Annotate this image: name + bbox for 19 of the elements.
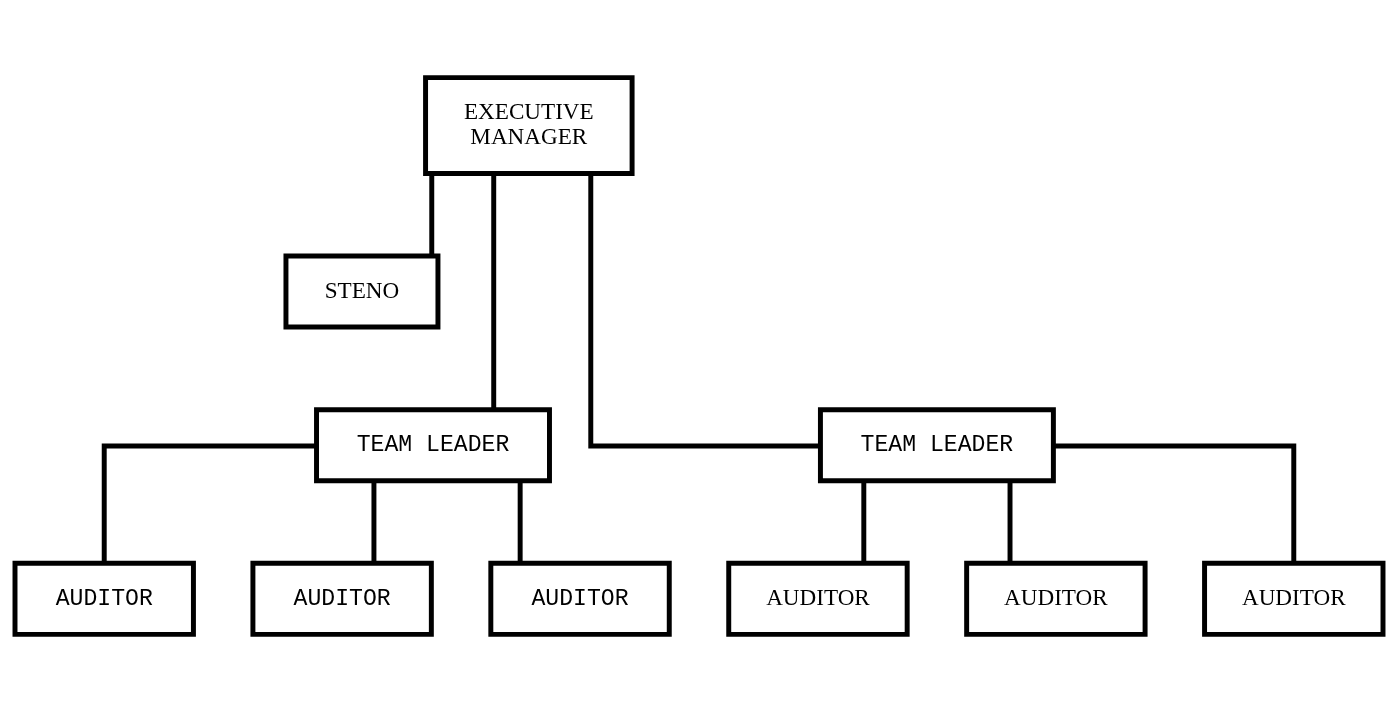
node-box: TEAM LEADER xyxy=(314,407,552,484)
node-box: AUDITOR xyxy=(250,560,434,637)
connector xyxy=(101,443,317,563)
node-box: AUDITOR xyxy=(488,560,672,637)
connector xyxy=(588,173,821,449)
connector xyxy=(491,174,497,410)
connector xyxy=(517,480,523,563)
node-box: AUDITOR xyxy=(12,560,196,637)
node-box: STENO xyxy=(283,253,441,330)
node-box: EXECUTIVE MANAGER xyxy=(423,75,635,176)
node-box: AUDITOR xyxy=(964,560,1148,637)
connector xyxy=(861,480,867,563)
connector xyxy=(371,480,377,563)
connector xyxy=(429,173,435,256)
node-box: AUDITOR xyxy=(1202,560,1386,637)
connector xyxy=(1053,443,1297,563)
node-box: AUDITOR xyxy=(726,560,910,637)
connector xyxy=(1007,480,1013,563)
node-box: TEAM LEADER xyxy=(817,407,1056,484)
